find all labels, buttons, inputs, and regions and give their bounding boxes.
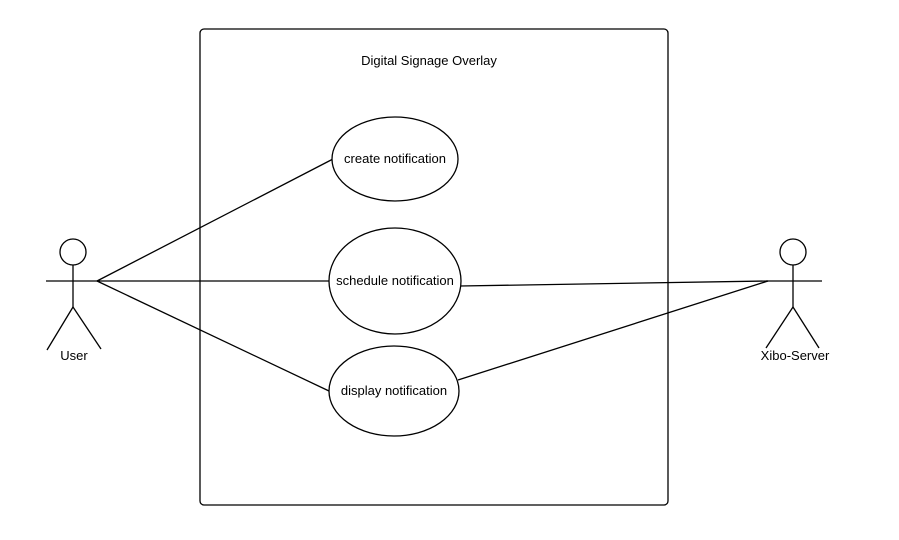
use-case-create-label: create notification <box>344 151 446 166</box>
actor-xibo-head-icon <box>779 238 807 266</box>
use-case-display-ellipse <box>328 345 460 437</box>
actor-user-head-icon <box>59 238 87 266</box>
actor-user-right-leg <box>72 306 102 350</box>
use-case-display-label: display notification <box>341 383 447 398</box>
associations <box>96 158 769 392</box>
actor-user-label: User <box>60 348 88 363</box>
use-case-create-ellipse <box>331 116 459 202</box>
association-xibo-display <box>457 280 769 381</box>
use-case-schedule-label: schedule notification <box>336 273 454 288</box>
association-user-display <box>96 280 330 392</box>
actor-user[interactable] <box>46 238 102 351</box>
system-boundary: Digital Signage Overlay <box>199 28 669 506</box>
use-case-schedule-ellipse <box>328 227 462 335</box>
system-boundary-box <box>199 28 669 506</box>
system-boundary-title: Digital Signage Overlay <box>361 53 497 68</box>
actor-user-left-leg <box>46 306 74 351</box>
association-xibo-schedule <box>459 280 769 287</box>
use-case-display[interactable]: display notification <box>328 345 460 437</box>
actor-xibo-left-leg <box>765 306 794 349</box>
actor-xibo-right-leg <box>792 306 820 349</box>
use-case-create[interactable]: create notification <box>331 116 459 202</box>
association-user-create <box>96 158 334 282</box>
use-case-schedule[interactable]: schedule notification <box>328 227 462 335</box>
actor-xibo-server-label: Xibo-Server <box>761 348 830 363</box>
actor-xibo-server[interactable] <box>765 238 822 349</box>
